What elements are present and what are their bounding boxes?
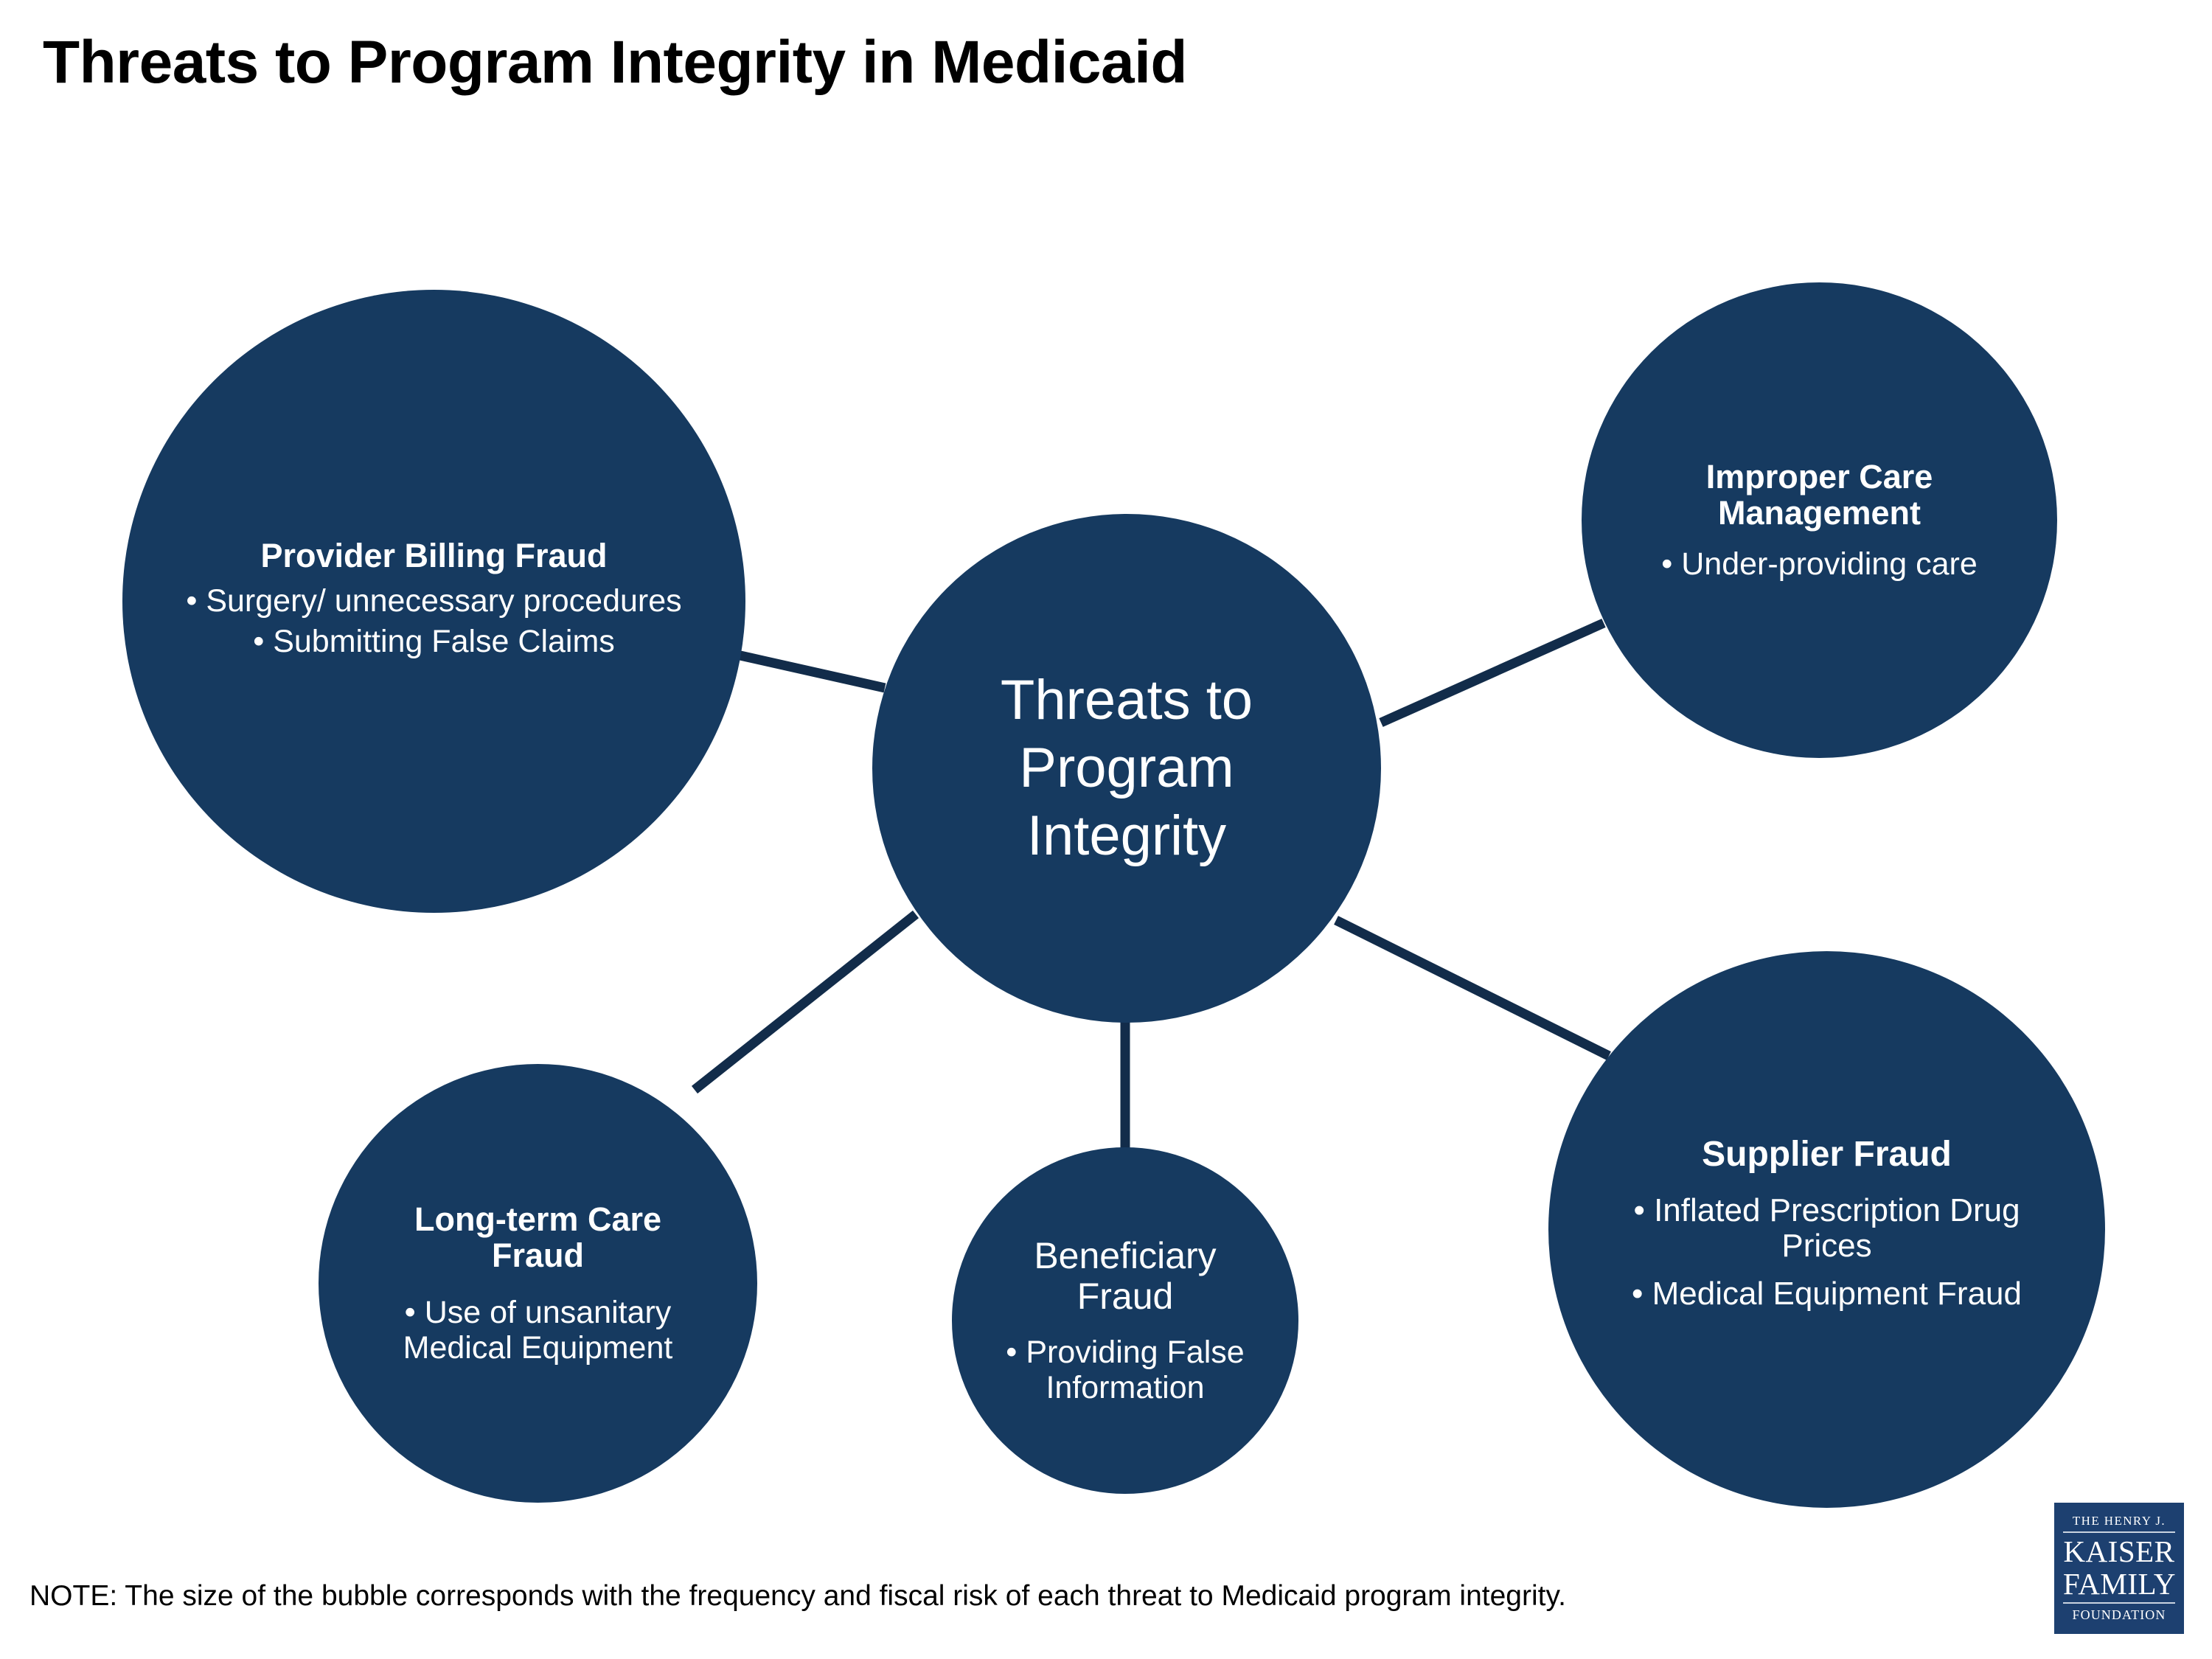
bubble-title-line-1: Long-term Care bbox=[414, 1200, 662, 1239]
bubble-bullets-beneficiary-fraud: Providing False Information bbox=[975, 1335, 1275, 1405]
connector-center-to-ltc bbox=[691, 910, 919, 1094]
bubble-bullets-provider-billing-fraud: Surgery/ unnecessary procedures Submitti… bbox=[186, 583, 681, 666]
list-item: Providing False Information bbox=[975, 1335, 1275, 1405]
bubble-title-line-2: Management bbox=[1717, 493, 1921, 532]
center-title-line-1: Threats to bbox=[1000, 669, 1253, 732]
logo-line-foundation: FOUNDATION bbox=[2072, 1607, 2166, 1622]
logo-line-family: FAMILY bbox=[2063, 1568, 2176, 1604]
center-title-line-3: Integrity bbox=[1026, 804, 1227, 867]
bubble-title-improper-care-management: Improper Care Management bbox=[1706, 459, 1933, 531]
bubble-threats-to-program-integrity[interactable]: Threats to Program Integrity bbox=[872, 514, 1381, 1023]
bubble-title-line-1: Beneficiary bbox=[1034, 1235, 1217, 1277]
bubble-title-line-2: Fraud bbox=[1077, 1275, 1174, 1317]
bubble-long-term-care-fraud[interactable]: Long-term Care Fraud Use of unsanitary M… bbox=[319, 1064, 757, 1503]
connector-center-to-supplier bbox=[1334, 916, 1611, 1060]
connector-center-to-improper bbox=[1379, 619, 1606, 727]
bubble-bullets-long-term-care-fraud: Use of unsanitary Medical Equipment bbox=[354, 1295, 722, 1366]
bubble-title-line-2: Fraud bbox=[491, 1237, 584, 1275]
list-item: Inflated Prescription Drug Prices bbox=[1601, 1192, 2052, 1265]
bubble-provider-billing-fraud[interactable]: Provider Billing Fraud Surgery/ unnecess… bbox=[122, 290, 745, 913]
bubble-bullets-supplier-fraud: Inflated Prescription Drug Prices Medica… bbox=[1601, 1192, 2052, 1324]
list-item: Use of unsanitary Medical Equipment bbox=[354, 1295, 722, 1366]
bubble-bullets-improper-care-management: Under-providing care bbox=[1661, 546, 1978, 582]
connector-center-to-provider bbox=[732, 649, 886, 693]
list-item: Under-providing care bbox=[1661, 546, 1978, 582]
bubble-title-beneficiary-fraud: Beneficiary Fraud bbox=[1034, 1236, 1216, 1316]
page-title: Threats to Program Integrity in Medicaid bbox=[43, 29, 1187, 96]
kaiser-family-foundation-logo: THE HENRY J. KAISER FAMILY FOUNDATION bbox=[2054, 1503, 2184, 1634]
logo-line-kaiser: KAISER bbox=[2063, 1534, 2175, 1569]
bubble-title-line-1: Improper Care bbox=[1705, 457, 1933, 495]
list-item: Surgery/ unnecessary procedures bbox=[186, 583, 681, 619]
list-item: Submitting False Claims bbox=[186, 624, 681, 659]
logo-line-the-henry-j: THE HENRY J. bbox=[2063, 1514, 2175, 1534]
bubble-improper-care-management[interactable]: Improper Care Management Under-providing… bbox=[1582, 282, 2057, 758]
center-title-line-2: Program bbox=[1019, 737, 1234, 800]
bubble-beneficiary-fraud[interactable]: Beneficiary Fraud Providing False Inform… bbox=[952, 1147, 1298, 1494]
bubble-title-provider-billing-fraud: Provider Billing Fraud bbox=[260, 536, 608, 574]
list-item: Medical Equipment Fraud bbox=[1601, 1276, 2052, 1312]
footer-note: NOTE: The size of the bubble corresponds… bbox=[29, 1580, 1566, 1612]
bubble-title-supplier-fraud: Supplier Fraud bbox=[1702, 1134, 1952, 1174]
bubble-title-long-term-care-fraud: Long-term Care Fraud bbox=[414, 1201, 661, 1273]
bubble-supplier-fraud[interactable]: Supplier Fraud Inflated Prescription Dru… bbox=[1548, 951, 2105, 1508]
